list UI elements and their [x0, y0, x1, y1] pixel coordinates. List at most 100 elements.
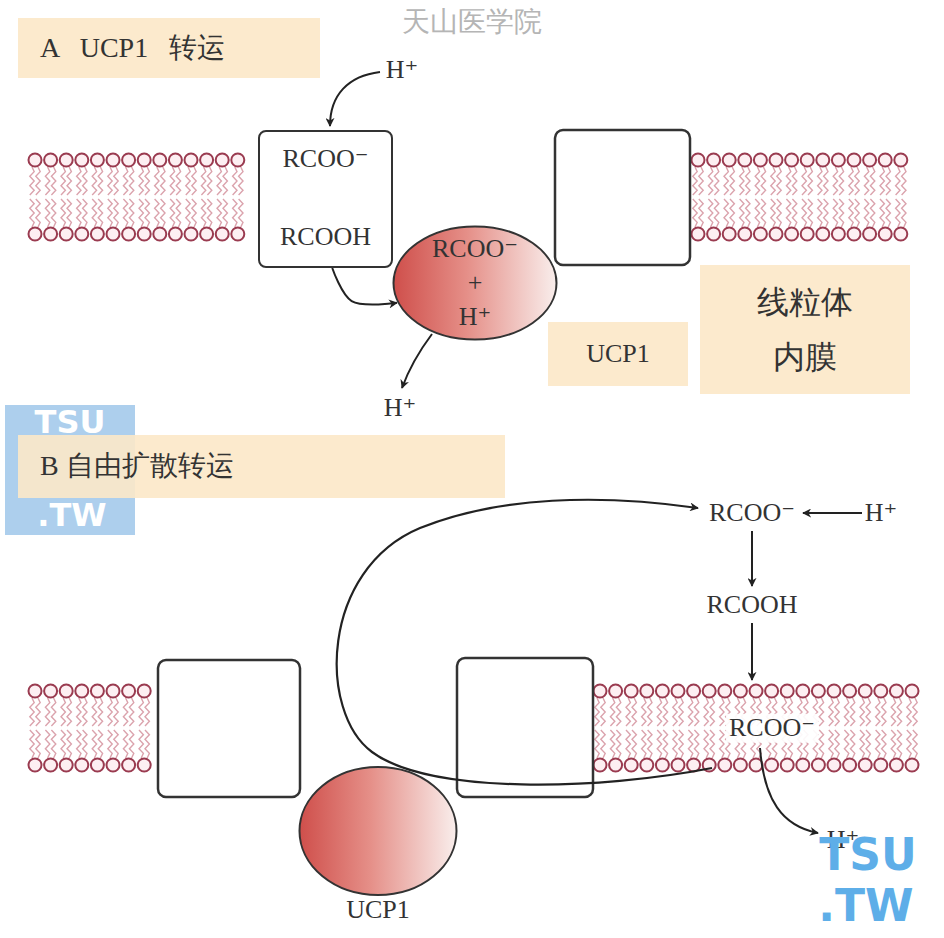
lipid-head	[153, 228, 166, 241]
proton-label: H⁺	[865, 499, 898, 528]
lipid-tail	[192, 167, 196, 227]
lipid-tail	[145, 698, 149, 758]
lipid-tail	[648, 698, 652, 758]
membrane-protein-box	[457, 658, 593, 797]
lipid-tail	[771, 167, 775, 227]
flip-flop-curve	[337, 500, 712, 785]
panel-title: B 自由扩散转运	[18, 435, 505, 498]
lipid-tail	[694, 698, 698, 758]
lipid-tail	[129, 698, 133, 758]
lipid-head	[843, 685, 856, 698]
logo-text: TSU	[819, 831, 916, 879]
protonation-arrow	[751, 531, 753, 586]
lipid-tail	[83, 698, 87, 758]
lipid-head	[723, 228, 736, 241]
lipid-tail	[98, 698, 102, 758]
lipid-head	[75, 154, 88, 167]
lipid-head	[692, 228, 705, 241]
lipid-head	[91, 228, 104, 241]
lipid-head	[138, 685, 151, 698]
molecule-text: RCOOH	[280, 222, 371, 252]
lipid-head	[594, 759, 607, 772]
lipid-tail	[36, 167, 40, 227]
lipid-head	[29, 685, 42, 698]
lipid-head	[707, 154, 720, 167]
lipid-tail	[595, 698, 599, 758]
lipid-head	[812, 685, 825, 698]
lipid-head	[138, 228, 151, 241]
lipid-head	[91, 759, 104, 772]
protein-name: UCP1	[298, 895, 458, 925]
proton-label: H⁺	[386, 56, 419, 85]
lipid-head	[231, 228, 244, 241]
lipid-head	[169, 154, 182, 167]
lipid-tail	[913, 698, 917, 758]
lipid-head	[816, 154, 829, 167]
lipid-head	[890, 685, 903, 698]
lipid-head	[859, 685, 872, 698]
lipid-tail	[710, 698, 714, 758]
lipid-head	[656, 685, 669, 698]
lipid-head	[122, 154, 135, 167]
lipid-head	[107, 685, 120, 698]
lipid-head	[107, 228, 120, 241]
lipid-head	[879, 228, 892, 241]
lipid-head	[138, 759, 151, 772]
lipid-head	[828, 685, 841, 698]
lipid-tail	[882, 698, 886, 758]
lipid-head	[75, 228, 88, 241]
lipid-tail	[808, 167, 812, 227]
lipid-tail	[108, 167, 112, 227]
label-text: A UCP1 转运	[40, 32, 225, 64]
lipid-head	[75, 685, 88, 698]
lipid-tail	[139, 698, 143, 758]
lipid-head	[44, 685, 57, 698]
lipid-tail	[626, 698, 630, 758]
lipid-head	[894, 154, 907, 167]
lipid-head	[29, 154, 42, 167]
lipid-head	[785, 154, 798, 167]
lipid-tail	[786, 167, 790, 227]
lipid-head	[656, 759, 669, 772]
lipid-tail	[155, 167, 159, 227]
lipid-tail	[679, 698, 683, 758]
lipid-tail	[819, 698, 823, 758]
lipid-tail	[36, 698, 40, 758]
lipid-head	[91, 154, 104, 167]
lipid-tail	[761, 167, 765, 227]
lipid-head	[734, 685, 747, 698]
membrane-label: 线粒体 内膜	[700, 265, 910, 394]
lipid-tail	[891, 698, 895, 758]
lipid-tail	[610, 698, 614, 758]
lipid-head	[781, 759, 794, 772]
watermark: 天山医学院	[402, 7, 542, 38]
lipid-tail	[161, 167, 165, 227]
lipid-tail	[755, 167, 759, 227]
protein-ellipse	[300, 767, 457, 895]
lipid-tail	[896, 167, 900, 227]
lipid-head	[60, 228, 73, 241]
lipid-tail	[51, 698, 55, 758]
lipid-tail	[657, 698, 661, 758]
lipid-tail	[45, 167, 49, 227]
lipid-head	[828, 759, 841, 772]
lipid-head	[44, 228, 57, 241]
lipid-tail	[170, 167, 174, 227]
lipid-head	[692, 154, 705, 167]
lipid-tail	[67, 698, 71, 758]
lipid-head	[44, 759, 57, 772]
logo-text: .TW	[37, 498, 106, 533]
lipid-head	[91, 685, 104, 698]
ucp1-protein: RCOO⁻+H⁺	[392, 225, 558, 341]
lipid-tail	[233, 167, 237, 227]
lipid-tail	[77, 167, 81, 227]
lipid-tail	[724, 167, 728, 227]
lipid-head	[863, 228, 876, 241]
lipid-tail	[860, 698, 864, 758]
lipid-tail	[835, 698, 839, 758]
lipid-head	[200, 228, 213, 241]
lipid-tail	[880, 167, 884, 227]
label-text: 线粒体 内膜	[750, 275, 860, 384]
lipid-tail	[77, 698, 81, 758]
lipid-head	[848, 228, 861, 241]
